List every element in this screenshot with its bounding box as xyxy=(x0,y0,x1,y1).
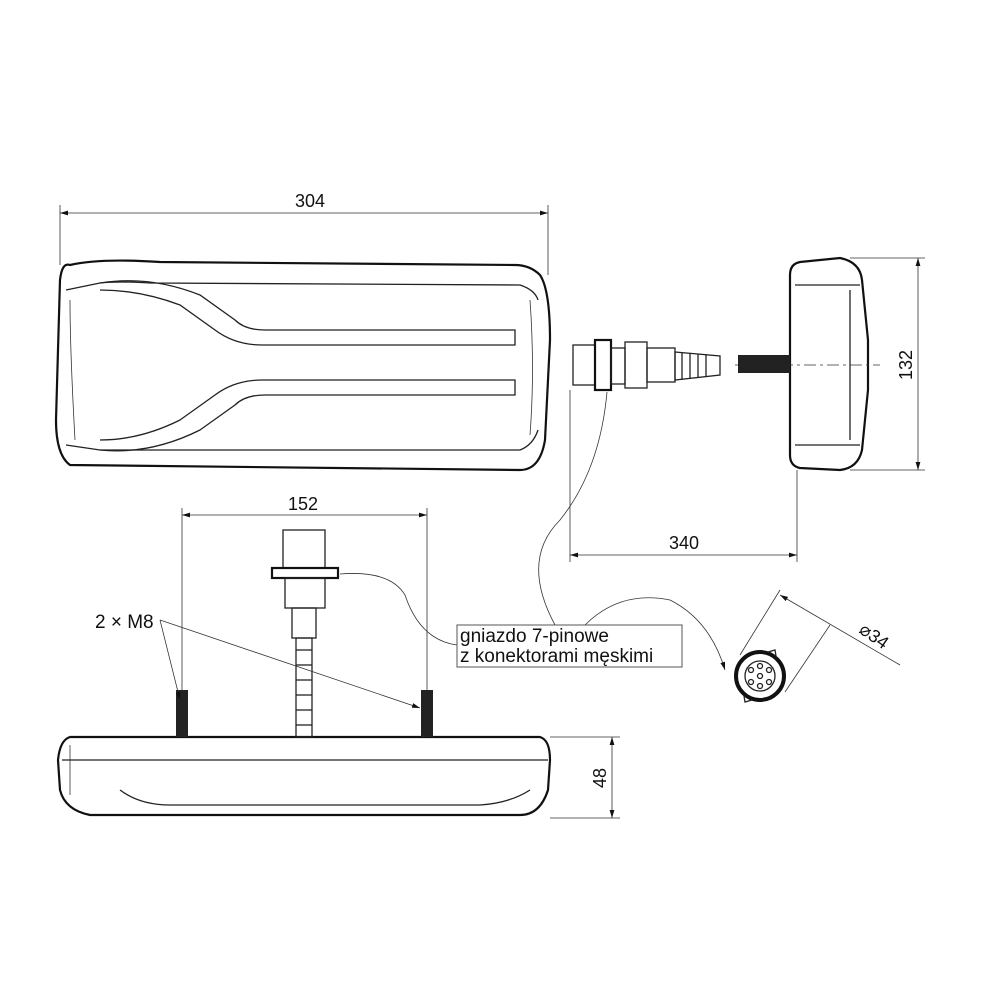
stud-label: 2 × M8 xyxy=(95,612,154,633)
dimension-width: 304 xyxy=(59,191,549,275)
dimension-diameter-label: ⌀34 xyxy=(856,619,893,653)
socket-face-icon xyxy=(734,649,786,703)
dimension-stud-spacing: 152 xyxy=(181,494,428,690)
dimension-height: 132 xyxy=(850,257,925,471)
connector-side-icon xyxy=(572,338,721,392)
dimension-height-label: 132 xyxy=(896,350,916,380)
dimension-cable-length-label: 340 xyxy=(669,533,699,553)
dimension-width-label: 304 xyxy=(295,191,325,211)
stud-right-icon xyxy=(421,690,433,737)
socket-label-line2: z konektorami męskimi xyxy=(460,646,653,667)
stud-left-icon xyxy=(176,690,188,737)
bolt-icon xyxy=(738,355,790,373)
front-view-lamp xyxy=(54,259,552,472)
socket-label-box xyxy=(456,624,683,668)
connector-top-icon xyxy=(270,529,340,738)
dimension-diameter: ⌀34 xyxy=(739,589,901,693)
bottom-view-lamp xyxy=(56,529,552,817)
side-view-lamp xyxy=(572,256,880,472)
dimension-cable-length: 340 xyxy=(569,390,798,562)
stud-callout: 2 × M8 xyxy=(95,612,421,709)
dimension-depth-label: 48 xyxy=(590,768,610,788)
socket-callout: gniazdo 7-pinowe z konektorami męskimi xyxy=(339,391,726,671)
dimension-stud-spacing-label: 152 xyxy=(288,494,318,514)
socket-label-line1: gniazdo 7-pinowe xyxy=(460,626,609,647)
dimension-depth: 48 xyxy=(550,736,620,819)
